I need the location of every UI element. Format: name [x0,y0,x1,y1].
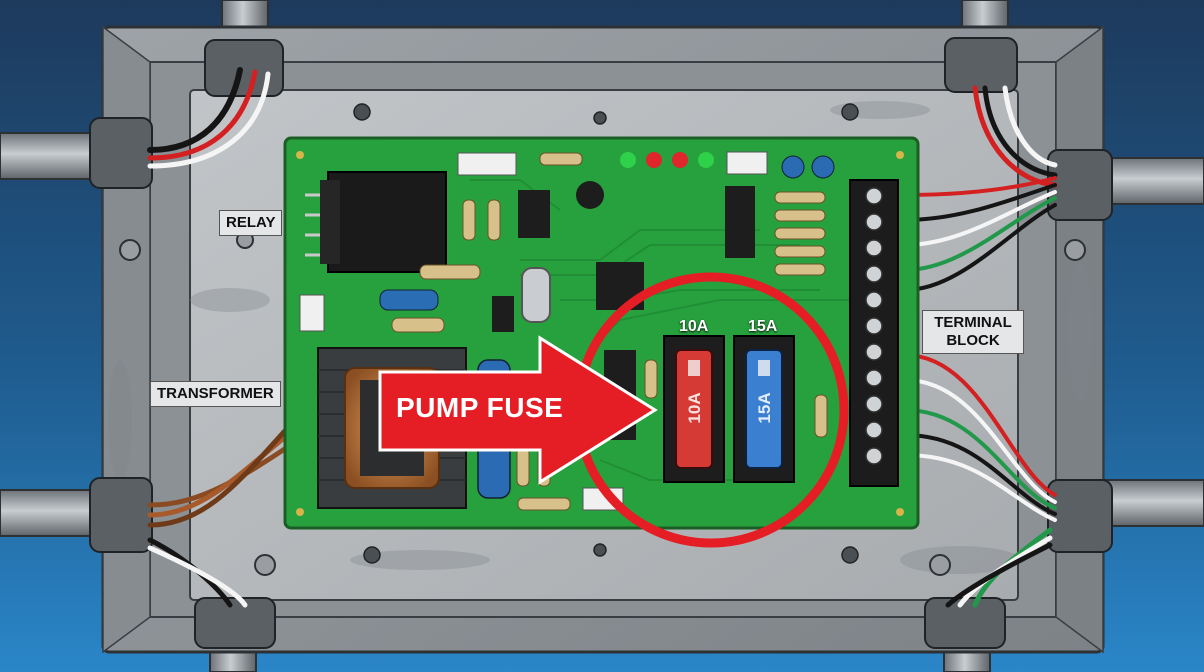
relay-component [305,171,447,273]
fuse-body-label-15a: 15A [755,392,774,424]
wiring [147,67,1058,608]
fuse-15a[interactable] [745,349,783,469]
fuse-rating-15a: 15A [748,318,778,335]
corner-screws [119,231,1086,576]
highlight-annotation [378,272,849,548]
terminal-block [849,179,899,487]
terminal-block-label: TERMINAL BLOCK [922,310,1024,354]
transformer-label: TRANSFORMER [150,381,281,407]
fuse-10a[interactable] [675,349,713,469]
relay-label: RELAY [219,210,283,236]
cable-glands [89,37,1113,649]
fuse-rating-10a: 10A [679,318,709,335]
terminal-screws [865,187,883,465]
pump-fuse-arrow [378,335,658,485]
fuse-holder-group [663,335,795,483]
pump-fuse-label: PUMP FUSE [396,392,564,423]
fuse-body-label-10a: 10A [685,392,704,424]
